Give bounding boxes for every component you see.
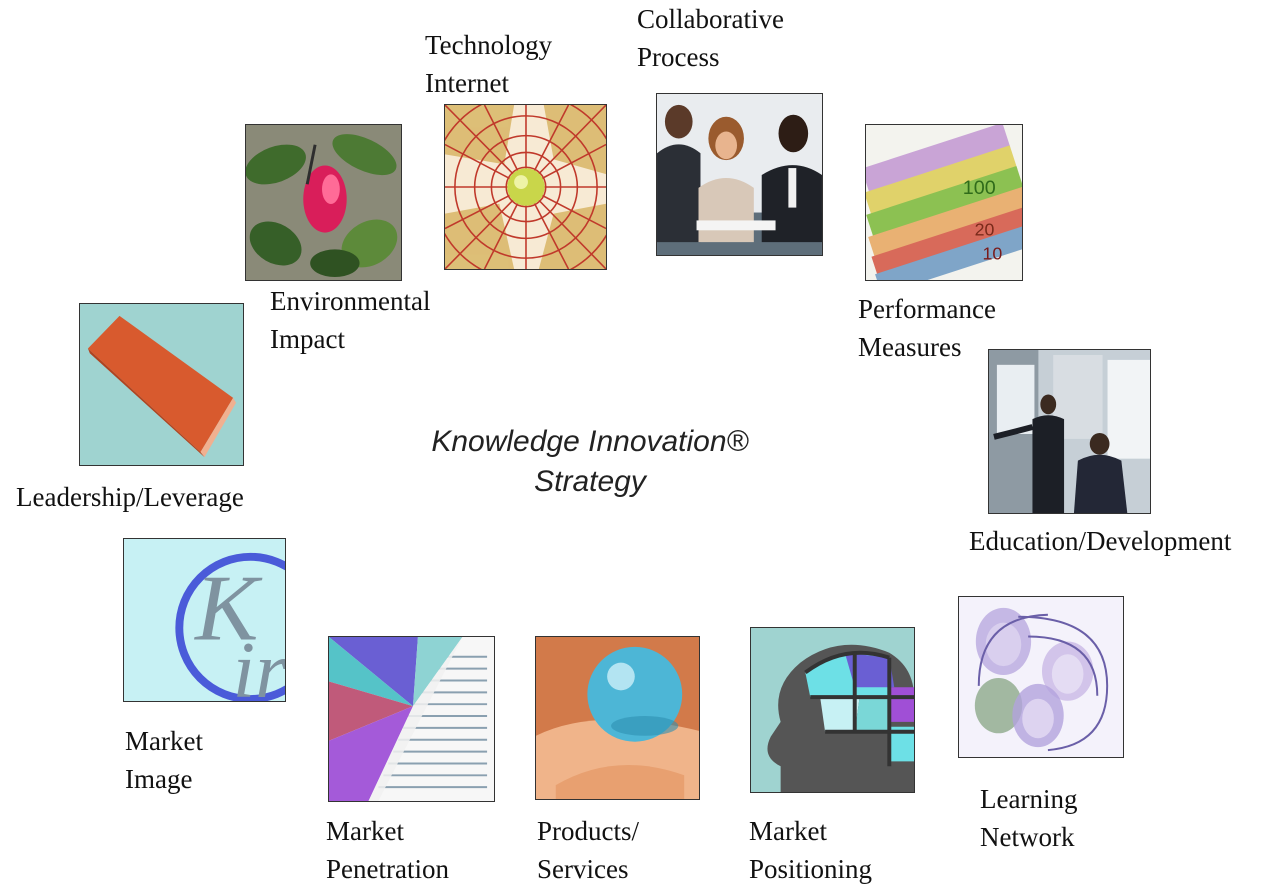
center-title-line2: Strategy [534, 465, 646, 498]
banknotes-photo: 100 20 10 [865, 124, 1023, 281]
market-image-label: Market Image [125, 726, 203, 794]
leadership-label: Leadership/Leverage [16, 482, 244, 512]
radial-grid-globe-icon [444, 104, 607, 270]
market-positioning-label: Market Positioning [749, 816, 873, 884]
svg-text:100: 100 [963, 177, 996, 199]
flower-leaves-photo [245, 124, 402, 281]
presentation-photo [988, 349, 1151, 514]
orange-book-icon [79, 303, 244, 466]
environmental-label: Environmental Impact [270, 286, 431, 354]
head-silhouette-icon [750, 627, 915, 793]
faces-montage-photo [958, 596, 1124, 758]
center-title: Knowledge Innovation® Strategy [380, 422, 800, 502]
education-label: Education/Development [969, 526, 1232, 556]
svg-text:ir: ir [233, 625, 285, 701]
crystal-ball-hand-photo [535, 636, 700, 800]
products-label: Products/ Services [537, 816, 640, 884]
performance-label: Performance Measures [858, 294, 996, 362]
market-penetration-label: Market Penetration [326, 816, 449, 884]
ki-logo-icon: K ir [123, 538, 286, 702]
technology-label: Technology Internet [425, 30, 553, 98]
svg-text:10: 10 [983, 243, 1003, 263]
pie-chart-document-icon [328, 636, 495, 802]
center-title-line1: Knowledge Innovation® [431, 425, 749, 458]
svg-text:20: 20 [975, 220, 995, 240]
collaborative-label: Collaborative Process [637, 4, 784, 72]
svg-text:K: K [193, 556, 263, 661]
learning-label: Learning Network [980, 784, 1078, 852]
business-meeting-photo [656, 93, 823, 256]
